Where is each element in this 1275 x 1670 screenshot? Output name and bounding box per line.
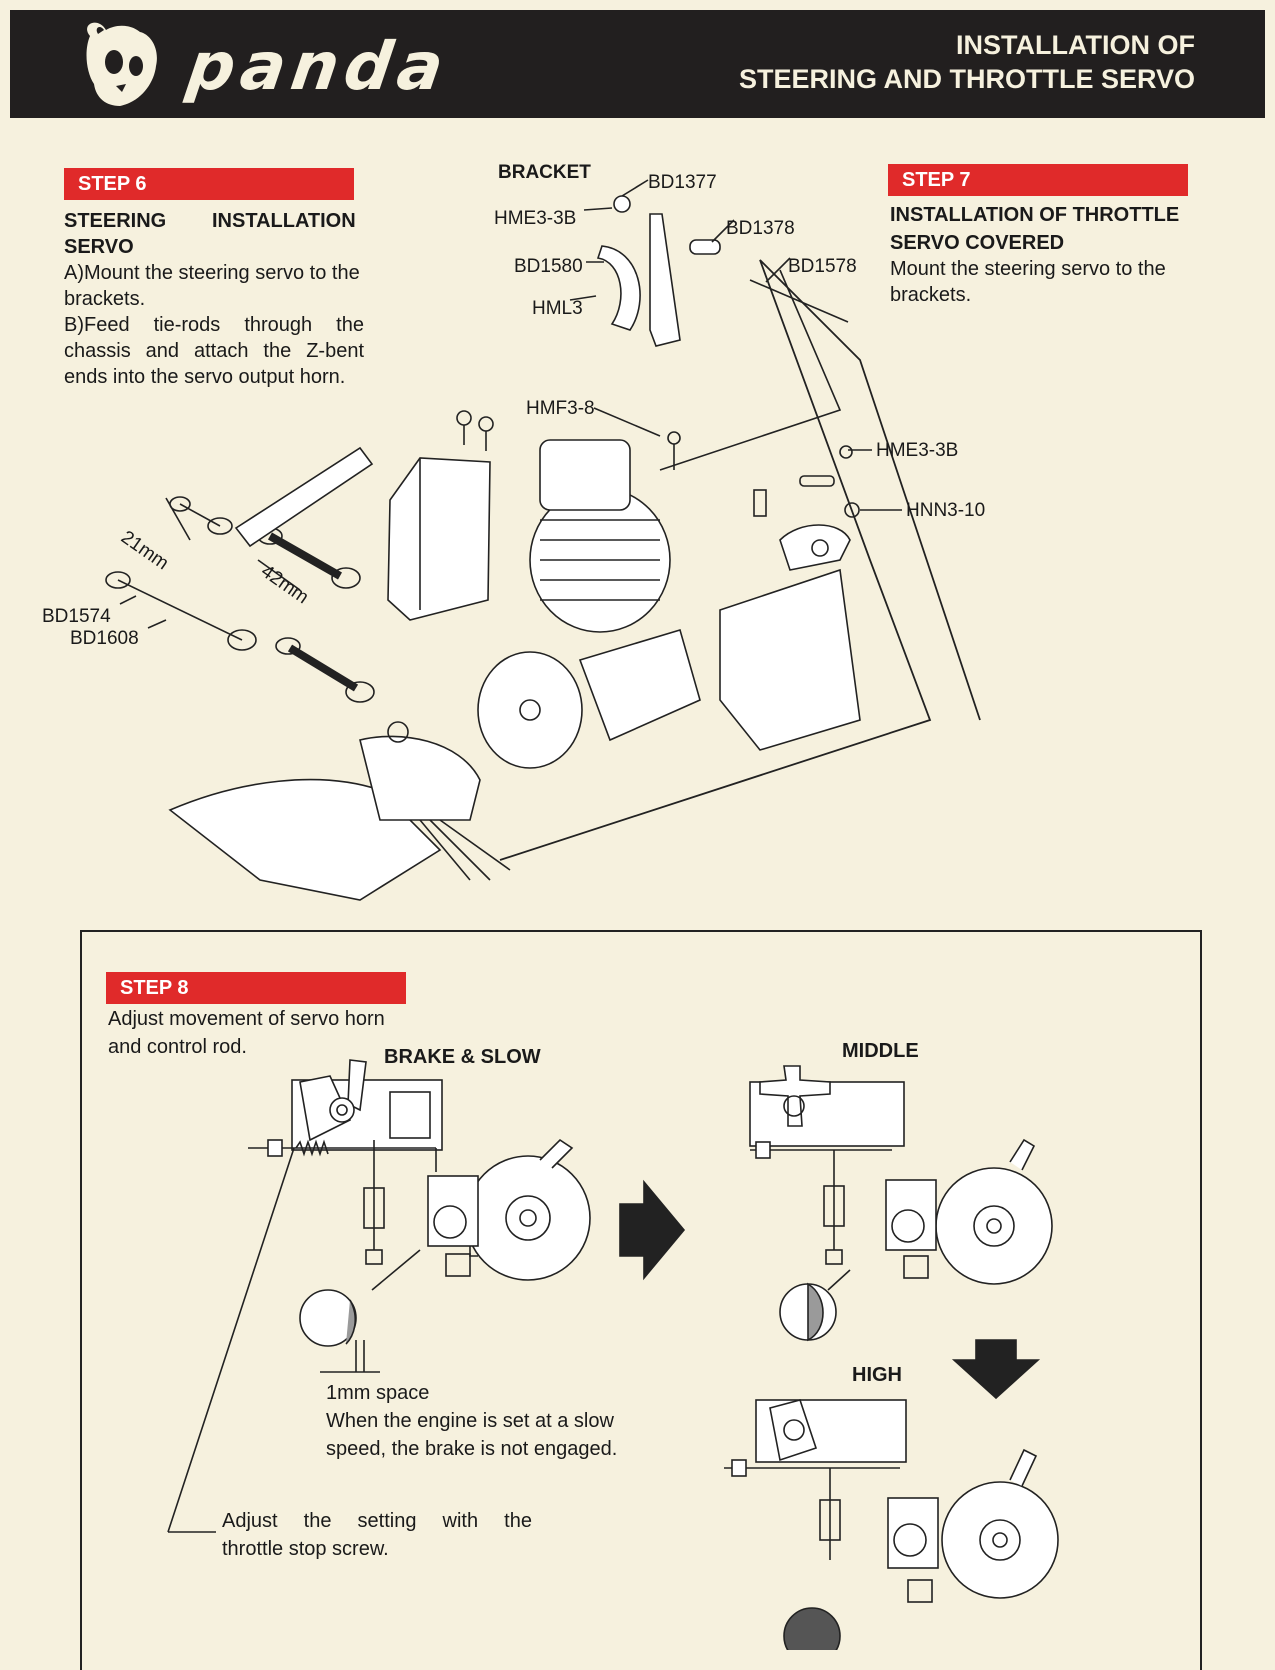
step6-heading-word3: SERVO — [64, 236, 134, 258]
part-label-bd1580: BD1580 — [514, 256, 583, 277]
header-bar: panda INSTALLATION OF STEERING AND THROT… — [10, 10, 1265, 118]
panda-head-icon — [86, 22, 157, 106]
part-label-bd1574: BD1574 — [42, 606, 111, 627]
part-label-bd1578: BD1578 — [788, 256, 857, 277]
adjust-line2: throttle stop screw. — [222, 1538, 389, 1560]
part-label-bd1608: BD1608 — [70, 628, 139, 649]
space-label: 1mm space — [326, 1382, 430, 1404]
label-middle: MIDDLE — [842, 1040, 919, 1062]
part-label-hml3: HML3 — [532, 298, 583, 319]
step8-badge: STEP 8 — [106, 972, 406, 1004]
step6-badge: STEP 6 — [64, 168, 354, 200]
step7-body: Mount the steering servo to the brackets… — [890, 258, 1166, 306]
step6-item-b: B)Feed tie-rods through the chassis and … — [64, 314, 364, 388]
step8-panel — [80, 930, 1202, 1670]
step7-heading-line2: SERVO COVERED — [890, 232, 1065, 254]
label-brake-slow: BRAKE & SLOW — [384, 1046, 541, 1068]
adjust-line1: Adjust the setting with the — [222, 1510, 532, 1532]
step6-heading-word2: INSTALLATION — [212, 210, 356, 232]
page-title-line1: INSTALLATION OF — [956, 30, 1195, 60]
part-label-hnn3-10: HNN3-10 — [906, 500, 986, 521]
page-title: INSTALLATION OF STEERING AND THROTTLE SE… — [739, 28, 1195, 96]
step8-body-line1: Adjust movement of servo horn — [108, 1008, 385, 1030]
page-title-line2: STEERING AND THROTTLE SERVO — [738, 64, 1195, 94]
label-high: HIGH — [852, 1364, 902, 1386]
step6-item-a: A)Mount the steering servo to the bracke… — [64, 262, 360, 310]
chassis-exploded-diagram — [105, 179, 981, 901]
part-label-hmf3-8: HMF3-8 — [526, 398, 595, 419]
part-label-bd1378: BD1378 — [726, 218, 795, 239]
note-line2: speed, the brake is not engaged. — [326, 1438, 618, 1460]
part-label-bd1377: BD1377 — [648, 172, 717, 193]
bracket-label: BRACKET — [498, 162, 591, 183]
step8-body-line2: and control rod. — [108, 1036, 247, 1058]
note-line1: When the engine is set at a slow — [326, 1410, 614, 1432]
step7-heading-line1: INSTALLATION OF THROTTLE — [890, 204, 1180, 226]
step6-heading-word1: STEERING — [64, 210, 167, 232]
step7-badge: STEP 7 — [888, 164, 1188, 196]
part-label-hme3-3b-top: HME3-3B — [494, 208, 577, 229]
part-label-hme3-3b-right: HME3-3B — [876, 440, 959, 461]
